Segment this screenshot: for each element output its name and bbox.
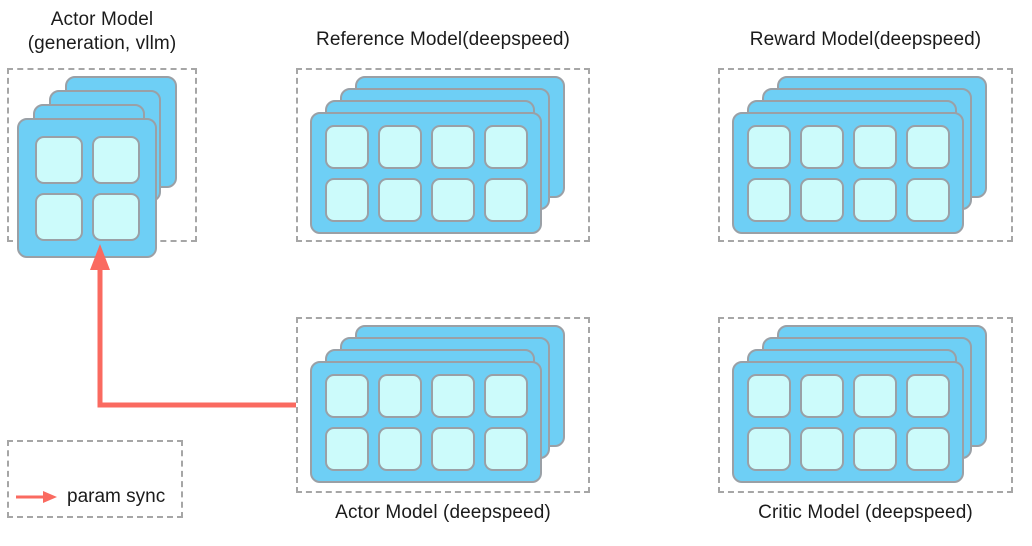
- chip: [746, 373, 791, 418]
- chip: [91, 192, 140, 241]
- group-label-critic-model: Critic Model (deepspeed): [758, 502, 973, 523]
- chip: [483, 373, 528, 418]
- chip: [905, 373, 950, 418]
- chip: [34, 135, 83, 184]
- chip: [799, 373, 844, 418]
- card-front-reward-model: [732, 112, 964, 234]
- chip: [430, 124, 475, 169]
- card-stack-reward-model: [732, 76, 1000, 234]
- group-boundary-actor-deepspeed: [296, 317, 590, 493]
- group-label-actor-vllm: Actor Model (generation, vllm): [27, 9, 177, 54]
- chip: [324, 124, 369, 169]
- chip: [377, 177, 422, 222]
- card-stack-reference-model: [310, 76, 578, 234]
- group-label-actor-deepspeed: Actor Model (deepspeed): [335, 502, 551, 523]
- card-front-actor-deepspeed: [310, 361, 542, 483]
- chip: [483, 177, 528, 222]
- chip: [483, 426, 528, 471]
- chip: [91, 135, 140, 184]
- chip: [746, 124, 791, 169]
- chip: [905, 426, 950, 471]
- chip: [905, 177, 950, 222]
- chip: [483, 124, 528, 169]
- chip: [852, 426, 897, 471]
- chip: [377, 426, 422, 471]
- card-front-reference-model: [310, 112, 542, 234]
- group-reference-model[interactable]: Reference Model(deepspeed): [296, 28, 590, 242]
- chip: [746, 177, 791, 222]
- chip: [430, 426, 475, 471]
- chip: [324, 177, 369, 222]
- group-critic-model[interactable]: Critic Model (deepspeed): [718, 317, 1013, 532]
- card-stack-actor-deepspeed: [310, 325, 578, 483]
- group-actor-deepspeed[interactable]: Actor Model (deepspeed): [296, 317, 590, 532]
- chip: [324, 373, 369, 418]
- chip: [746, 426, 791, 471]
- param-sync-line: [97, 262, 296, 408]
- group-reward-model[interactable]: Reward Model(deepspeed): [718, 28, 1013, 242]
- group-boundary-reward-model: [718, 68, 1013, 242]
- chip: [852, 177, 897, 222]
- chip: [324, 426, 369, 471]
- group-actor-vllm[interactable]: Actor Model (generation, vllm): [7, 8, 197, 258]
- legend-item-param-sync[interactable]: param sync: [15, 486, 165, 508]
- card-front-critic-model: [732, 361, 964, 483]
- chip: [377, 373, 422, 418]
- card-front-actor-vllm: [17, 118, 157, 258]
- group-boundary-critic-model: [718, 317, 1013, 493]
- chip: [377, 124, 422, 169]
- chip: [852, 124, 897, 169]
- arrow-right-icon: [16, 491, 57, 503]
- chip: [430, 177, 475, 222]
- card-stack-critic-model: [732, 325, 1000, 483]
- chip: [905, 124, 950, 169]
- chip: [799, 177, 844, 222]
- legend-label-param-sync: param sync: [67, 486, 166, 507]
- chip: [34, 192, 83, 241]
- group-label-reward-model: Reward Model(deepspeed): [749, 29, 982, 50]
- legend-box[interactable]: param sync: [7, 440, 183, 518]
- chip: [799, 426, 844, 471]
- group-label-reference-model: Reference Model(deepspeed): [316, 29, 570, 50]
- chip: [799, 124, 844, 169]
- chip: [430, 373, 475, 418]
- chip: [852, 373, 897, 418]
- group-boundary-reference-model: [296, 68, 590, 242]
- card-stack-actor-vllm: [17, 76, 187, 258]
